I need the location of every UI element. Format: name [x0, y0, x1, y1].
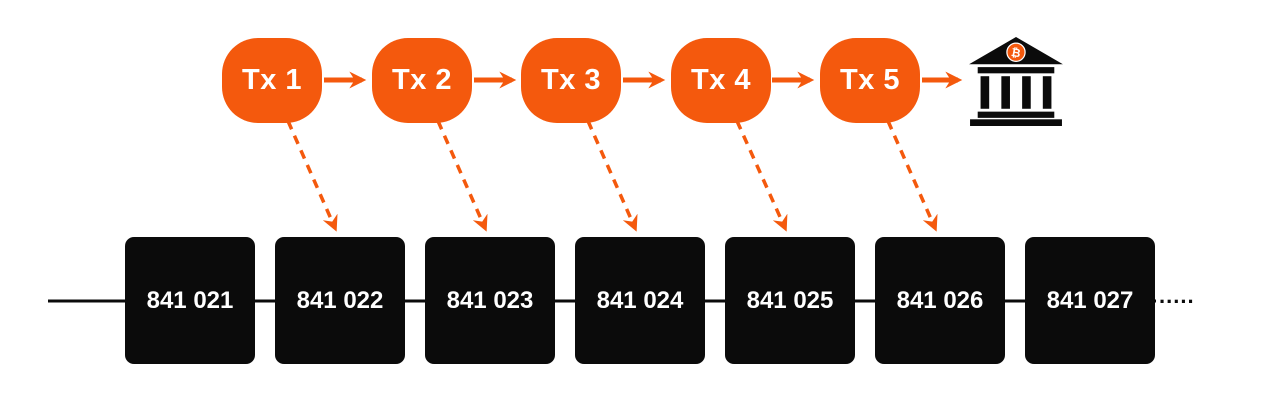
tx-label-2: Tx 2 — [391, 64, 453, 96]
bank-step-upper — [977, 111, 1055, 118]
tx-node-3: Tx 3 — [521, 38, 621, 123]
chain-continuation-ellipsis: ..... — [1159, 283, 1195, 308]
bitcoin-symbol: ₿ — [1010, 47, 1021, 60]
block-841026: 841 026 — [875, 237, 1005, 364]
bank-column — [1042, 76, 1052, 109]
bank-icon: ₿ — [968, 36, 1064, 126]
block-label: 841 022 — [296, 286, 384, 314]
block-label: 841 021 — [146, 286, 234, 314]
block-841025: 841 025 — [725, 237, 855, 364]
bank-column — [1022, 76, 1031, 109]
arrow-tx2-block3 — [436, 120, 488, 232]
arrow-tx3-block4 — [586, 120, 638, 232]
block-label: 841 027 — [1046, 286, 1134, 314]
block-841022: 841 022 — [275, 237, 405, 364]
block-label: 841 023 — [446, 286, 534, 314]
tx-node-4: Tx 4 — [671, 38, 771, 123]
bank-column — [1001, 76, 1010, 109]
bank-icon-graphic: ₿ — [969, 36, 1063, 126]
block-841024: 841 024 — [575, 237, 705, 364]
block-841023: 841 023 — [425, 237, 555, 364]
tx-node-5: Tx 5 — [820, 38, 920, 123]
block-label: 841 024 — [596, 286, 684, 314]
bitcoin-icon — [1006, 42, 1026, 62]
tx-to-block-arrows — [286, 120, 938, 232]
arrow-tx4-block5 — [735, 120, 788, 232]
bank-column — [980, 76, 990, 109]
bank-architrave — [977, 67, 1055, 74]
tx-label-3: Tx 3 — [540, 64, 602, 96]
tx-label-5: Tx 5 — [839, 64, 901, 96]
tx-node-2: Tx 2 — [372, 38, 472, 123]
block-label: 841 025 — [746, 286, 834, 314]
tx-node-1: Tx 1 — [222, 38, 322, 123]
tx-label-1: Tx 1 — [241, 64, 303, 96]
block-label: 841 026 — [896, 286, 984, 314]
block-841021: 841 021 — [125, 237, 255, 364]
arrow-tx1-block2 — [286, 120, 338, 232]
block-841027: 841 027 — [1025, 237, 1155, 364]
arrow-tx5-block6 — [886, 120, 938, 232]
tx-label-4: Tx 4 — [690, 64, 752, 96]
bank-step-lower — [970, 119, 1062, 126]
